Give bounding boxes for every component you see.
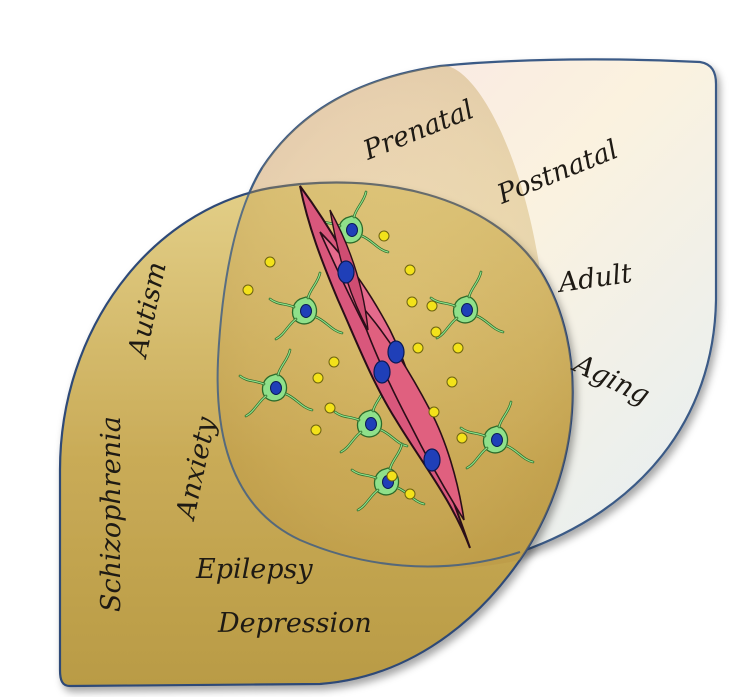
signal-dot xyxy=(324,402,336,414)
signal-dot xyxy=(446,376,458,388)
signal-dot xyxy=(404,488,416,500)
signal-dot xyxy=(310,424,322,436)
signal-dot xyxy=(242,284,254,296)
signal-dot xyxy=(412,342,424,354)
signal-dot xyxy=(430,326,442,338)
stage-leaf-edge-overlay xyxy=(216,167,521,568)
vessel-nucleus xyxy=(387,340,405,364)
signal-dot xyxy=(404,264,416,276)
signal-dot xyxy=(264,256,276,268)
disorder-label-schizophrenia: Schizophrenia xyxy=(96,416,127,612)
signal-dot xyxy=(378,230,390,242)
signal-dot xyxy=(452,342,464,354)
signal-dots xyxy=(242,230,468,500)
vessel-nucleus xyxy=(423,448,441,472)
vessel-nucleus xyxy=(337,260,355,284)
signal-dot xyxy=(406,296,418,308)
disorder-label-depression: Depression xyxy=(217,608,372,639)
signal-dot xyxy=(426,300,438,312)
signal-dot xyxy=(312,372,324,384)
signal-dot xyxy=(456,432,468,444)
cell-illustration xyxy=(238,185,535,549)
signal-dot xyxy=(328,356,340,368)
disorder-label-epilepsy: Epilepsy xyxy=(195,554,313,585)
signal-dot xyxy=(386,470,398,482)
vessel-nucleus xyxy=(373,360,391,384)
signal-dot xyxy=(428,406,440,418)
